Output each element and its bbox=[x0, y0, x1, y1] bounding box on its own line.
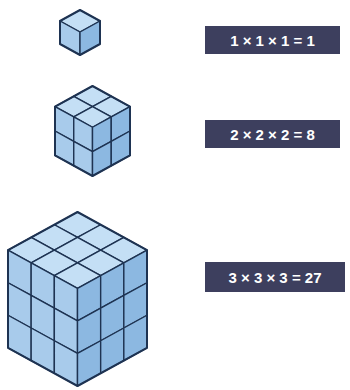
equation-box: 1 × 1 × 1 = 1 bbox=[205, 26, 340, 54]
cube-figure bbox=[8, 212, 147, 386]
cube-outline bbox=[8, 212, 147, 386]
equation-text: 3 × 3 × 3 = 27 bbox=[229, 269, 322, 286]
cube-figure bbox=[60, 10, 100, 55]
cube-outline bbox=[55, 86, 130, 176]
cube-figure bbox=[55, 86, 130, 176]
equation-text: 2 × 2 × 2 = 8 bbox=[230, 126, 315, 143]
equation-box: 2 × 2 × 2 = 8 bbox=[205, 120, 340, 148]
equation-text: 1 × 1 × 1 = 1 bbox=[230, 32, 315, 49]
cube-outline bbox=[60, 10, 100, 55]
equation-box: 3 × 3 × 3 = 27 bbox=[205, 262, 345, 292]
